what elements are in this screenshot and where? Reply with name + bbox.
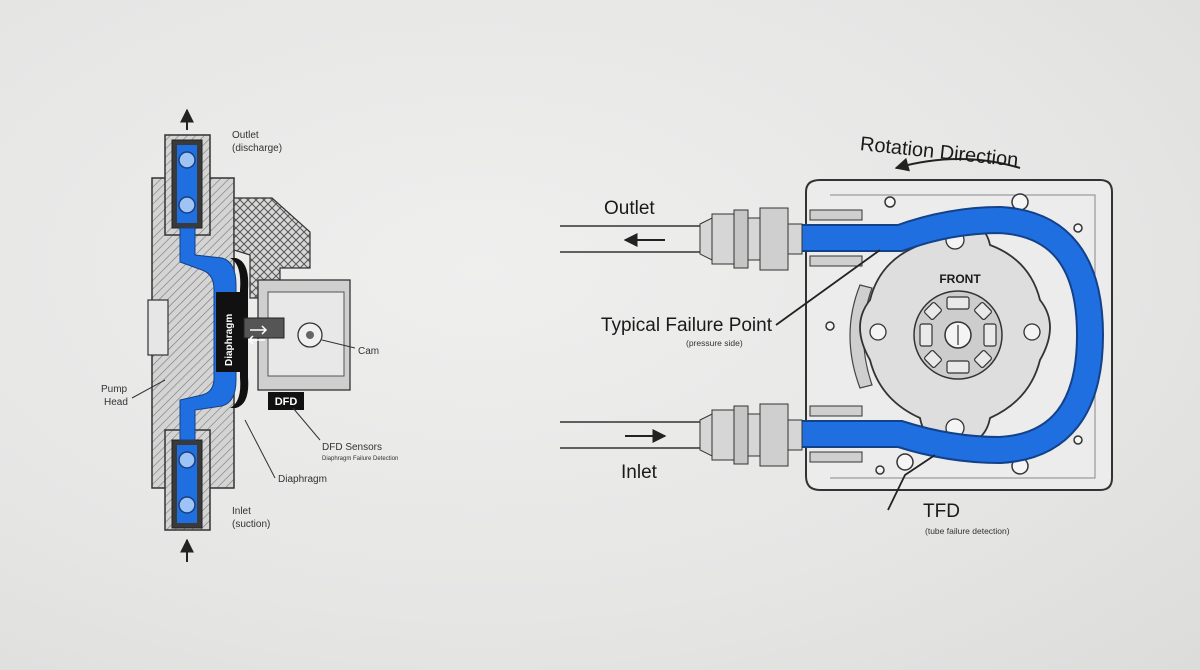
tfd-label: TFD — [923, 501, 960, 522]
inlet-check-valves — [171, 439, 203, 529]
dfd-sensors-label: DFD Sensors — [322, 442, 382, 453]
outlet-label: Outlet — [232, 130, 259, 141]
failure-point-label: Typical Failure Point — [601, 315, 773, 336]
outlet-check-valves — [171, 139, 203, 229]
failure-point-sub-label: (pressure side) — [686, 338, 743, 348]
diaphragm-label: Diaphragm — [278, 474, 327, 485]
peristaltic-pump-section: Rotation Direction — [560, 133, 1113, 536]
leader-lines — [131, 339, 356, 479]
front-label: FRONT — [939, 272, 981, 286]
pump-head-label-2: Head — [104, 397, 128, 408]
dfd-sensors-sub-label: Diaphragm Failure Detection — [322, 456, 398, 462]
rotation-direction-label: Rotation Direction — [859, 133, 1019, 171]
tube-clamps — [809, 209, 863, 463]
outlet-fitting — [560, 207, 803, 271]
diaphragm-core — [216, 292, 242, 372]
rotation-arrow — [894, 157, 1021, 172]
check-ball-icon — [178, 151, 196, 169]
tfd-sub-label: (tube failure detection) — [925, 526, 1010, 536]
check-ball-icon — [178, 496, 196, 514]
diaphragm-membrane — [230, 258, 249, 408]
hub-segments — [919, 296, 997, 374]
inlet-label-right: Inlet — [621, 462, 658, 483]
pump-head-label-1: Pump — [101, 384, 128, 395]
check-ball-icon — [178, 451, 196, 469]
diaphragm-pump-section: Diaphragm DFD Outlet (discharge) Cam — [101, 108, 398, 562]
check-ball-icon — [178, 196, 196, 214]
outlet-sub-label: (discharge) — [232, 143, 282, 154]
outlet-label-right: Outlet — [604, 198, 655, 219]
peristaltic-leader-lines — [775, 249, 936, 511]
svg-text:DFD: DFD — [275, 396, 298, 408]
double-arrow-icon — [247, 325, 268, 345]
cam-label: Cam — [358, 346, 379, 357]
inlet-label: Inlet — [232, 506, 251, 517]
fluid-chamber — [179, 227, 237, 441]
dfd-sensor: DFD — [268, 392, 304, 410]
cam-housing — [243, 279, 351, 391]
inlet-sub-label: (suction) — [232, 519, 270, 530]
inlet-fitting — [560, 403, 803, 467]
diaphragm-vertical-label: Diaphragm — [224, 314, 235, 366]
